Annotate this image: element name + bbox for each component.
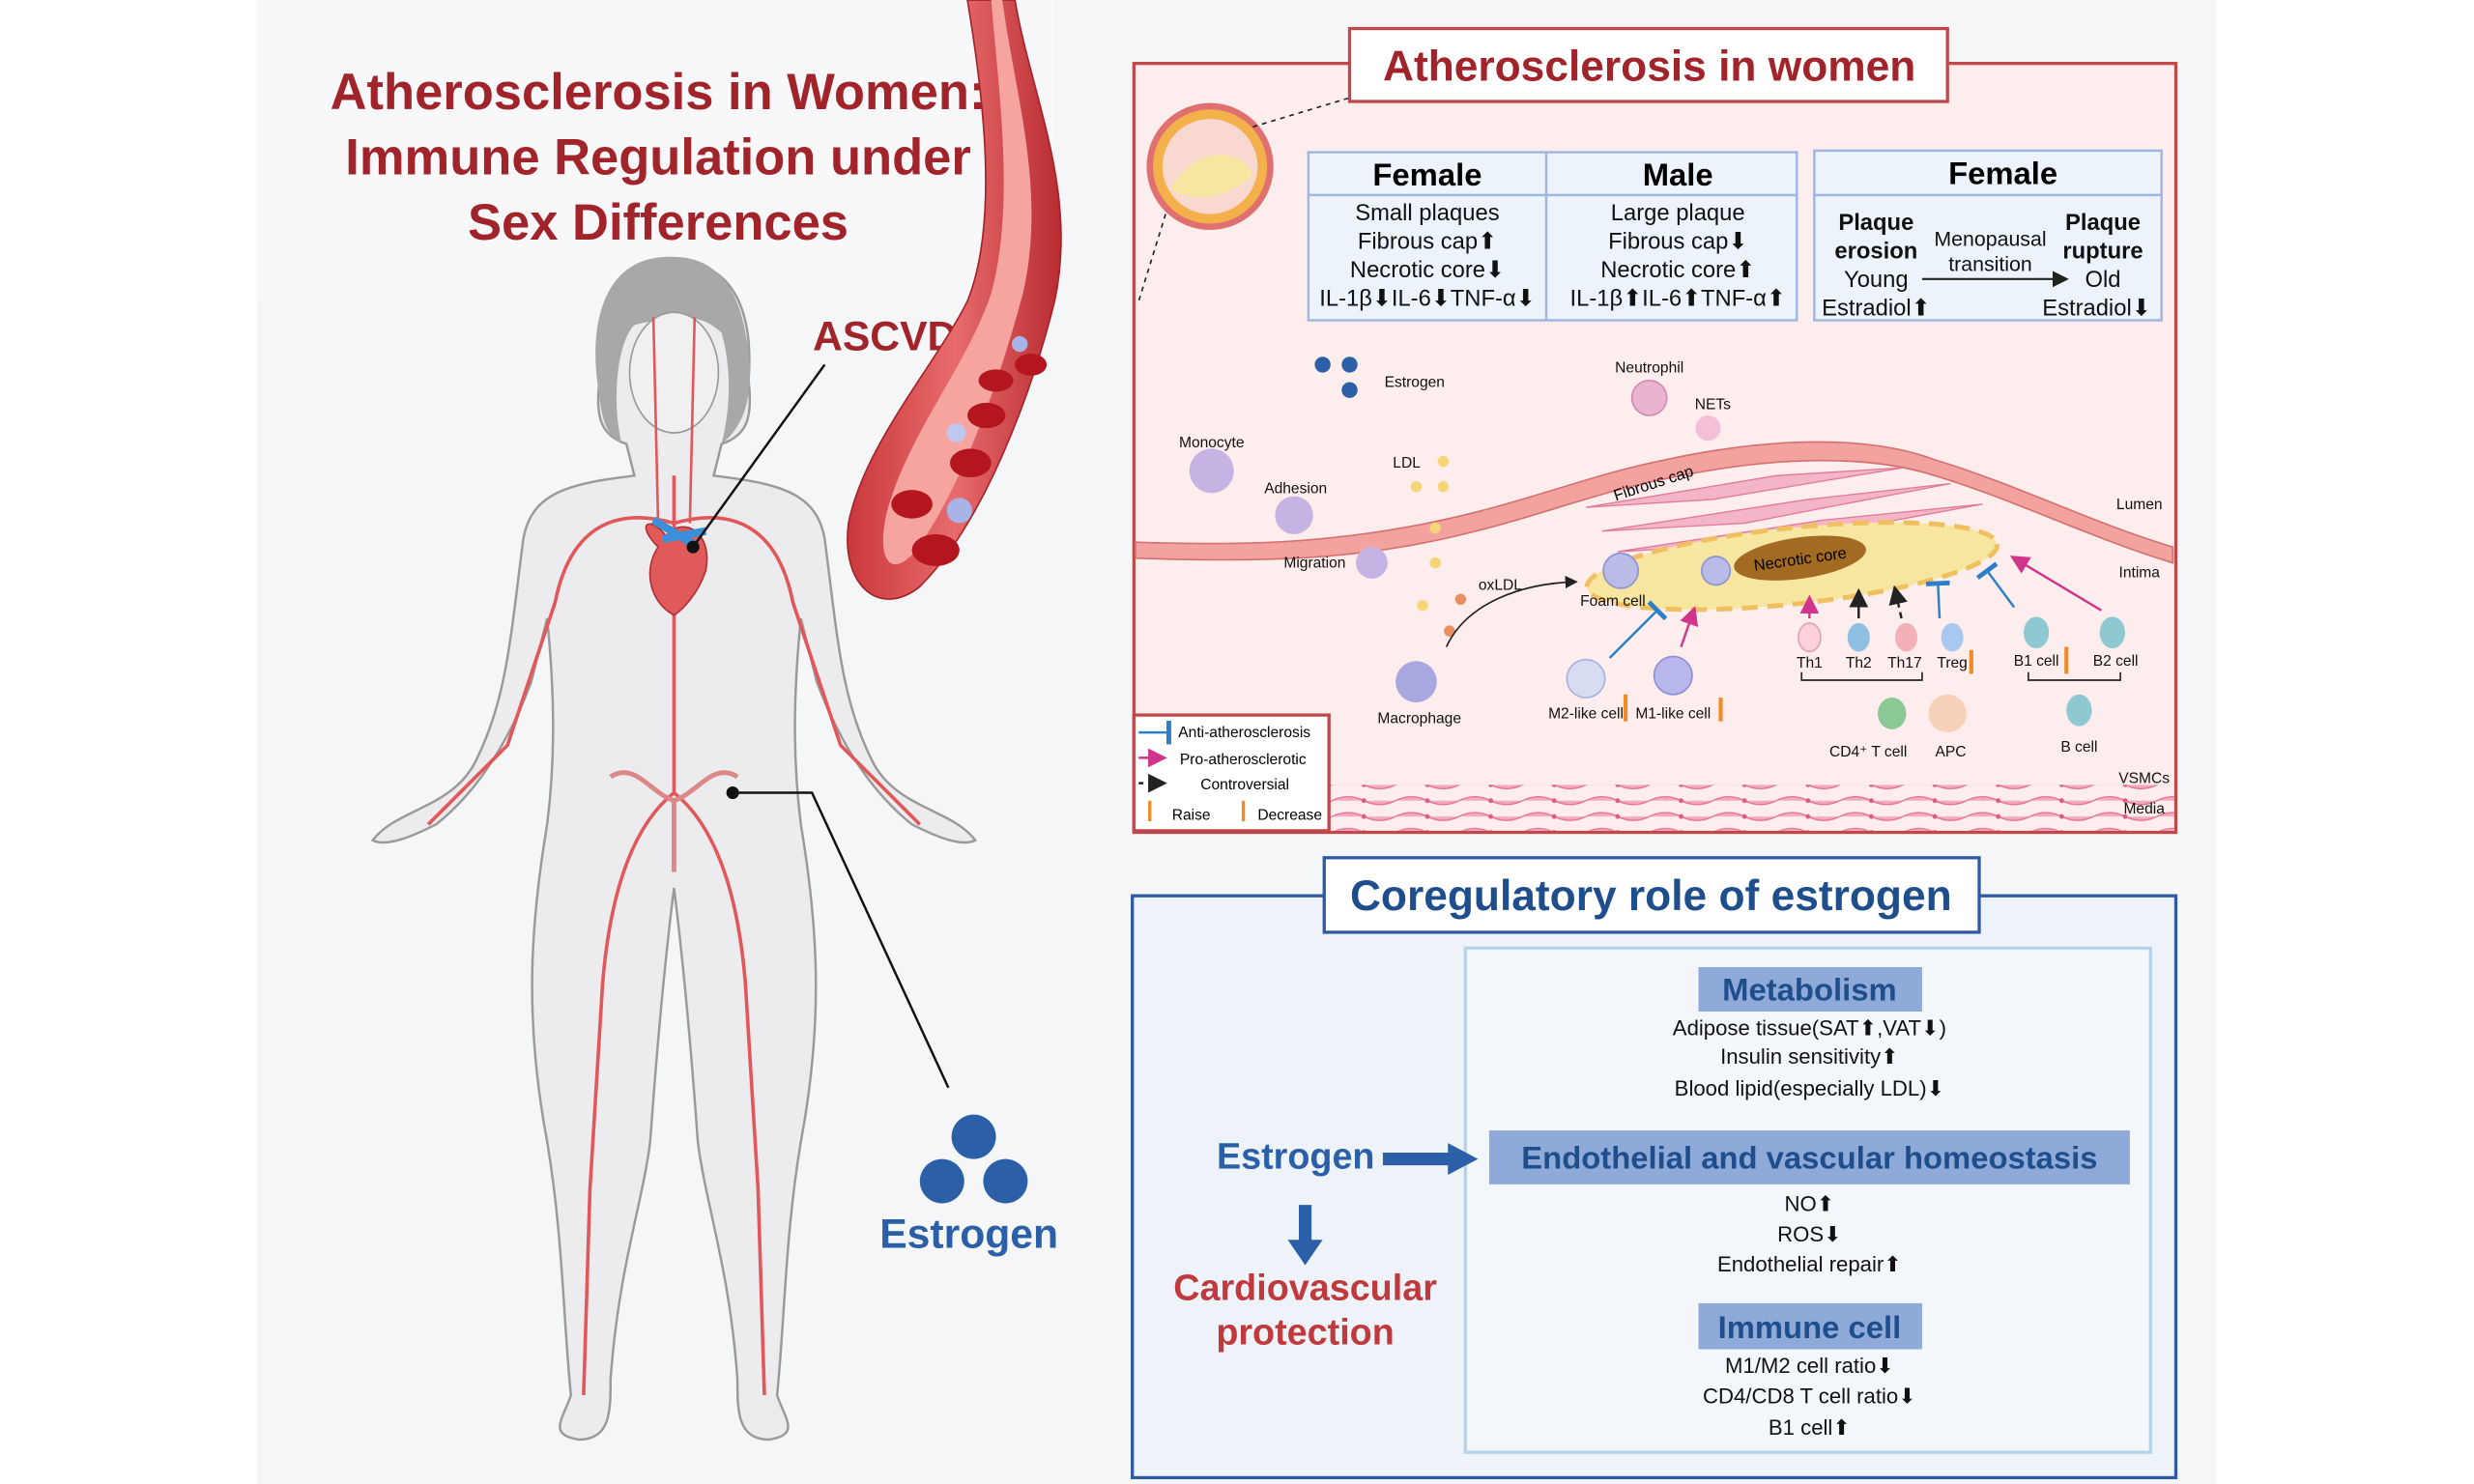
foam-cell-label: Foam cell [1580,593,1646,610]
oxldl-label: oxLDL [1479,577,1522,593]
title-line-2: Immune Regulation under [345,129,971,186]
male-row: Large plaque [1611,200,1745,226]
arrow-right-icon [1448,1143,1479,1175]
old-label: Old [2085,267,2120,293]
apc-label: APC [1935,744,1966,760]
macrophage-label: Macrophage [1377,710,1461,727]
female-header-2: Female [1948,155,2057,190]
estradiol-up-label: Estradiol⬆ [1822,296,1930,322]
immune-item: B1 cell⬆ [1769,1415,1851,1440]
female-row: Necrotic core⬇ [1350,257,1505,283]
protection-label-1: Cardiovascular [1173,1268,1437,1308]
male-row: IL-1β⬆IL-6⬆TNF-α⬆ [1570,286,1786,312]
ascvd-label: ASCVD [813,314,957,360]
arrow-down-icon [1287,1240,1323,1266]
lumen-label: Lumen [2116,497,2163,513]
plaque-erosion-label: Plaque [1838,210,1913,236]
migration-label: Migration [1283,555,1345,571]
metabolism-item: Insulin sensitivity⬆ [1720,1044,1899,1069]
legend: Anti-atherosclerosis Pro-atherosclerotic… [1132,713,1331,833]
metabolism-item: Adipose tissue(SAT⬆,VAT⬇) [1673,1016,1946,1041]
female-plaque-table: Female Plaque erosion Young Estradiol⬆ P… [1813,149,2163,322]
sex-comparison-table: Female Male Small plaques Fibrous cap⬆ N… [1307,151,1798,322]
neutrophil-label: Neutrophil [1615,360,1683,377]
endothelial-header: Endothelial and vascular homeostasis [1521,1139,2097,1175]
immune-item: CD4/CD8 T cell ratio⬇ [1703,1384,1916,1408]
atherosclerosis-title: Atherosclerosis in women [1383,43,1915,91]
endothelial-item: ROS⬇ [1777,1222,1842,1246]
legend-anti: Anti-atherosclerosis [1178,725,1310,741]
estrogen-molecules-icon [919,1114,1028,1204]
endothelium-layer [1135,441,2174,564]
immune-cell-header: Immune cell [1718,1309,1902,1345]
male-row: Fibrous cap⬇ [1608,229,1747,255]
male-row: Necrotic core⬆ [1600,257,1755,283]
estrogen-cell-label: Estrogen [1385,374,1445,390]
intima-label: Intima [2119,564,2161,581]
adhesion-label: Adhesion [1264,480,1327,497]
metabolism-item: Blood lipid(especially LDL)⬇ [1675,1076,1944,1100]
treg-label: Treg [1937,655,1967,671]
male-header: Male [1643,157,1713,192]
female-row: Small plaques [1355,200,1499,226]
title-line-3: Sex Differences [468,194,849,251]
atherosclerosis-panel: Atherosclerosis in women Female Male Sma… [1132,26,2178,835]
coregulatory-panel: Coregulatory role of estrogen Estrogen C… [1131,856,2178,1480]
legend-controversial: Controversial [1200,777,1289,793]
female-header: Female [1372,157,1482,192]
blood-vessel-illustration [847,0,1062,600]
menopausal-label: Menopausal [1934,227,2046,250]
plaque-erosion-label: erosion [1834,238,1917,264]
legend-decrease: Decrease [1257,807,1322,823]
cell-illustrations [1189,357,2125,733]
female-row: IL-1β⬇IL-6⬇TNF-α⬇ [1319,286,1535,312]
legend-raise: Raise [1172,807,1211,823]
th1-label: Th1 [1797,655,1823,671]
media-layer [1329,785,2174,831]
immune-item: M1/M2 cell ratio⬇ [1725,1354,1894,1378]
protection-label-2: protection [1216,1312,1394,1353]
ldl-label: LDL [1393,455,1421,471]
th17-label: Th17 [1887,655,1922,671]
cd4-t-cell-label: CD4⁺ T cell [1829,744,1907,760]
m1-cell-label: M1-like cell [1635,705,1711,722]
nets-label: NETs [1695,396,1731,413]
monocyte-label: Monocyte [1179,435,1245,451]
vsmcs-label: VSMCs [2118,771,2170,787]
female-row: Fibrous cap⬆ [1358,229,1497,255]
th2-label: Th2 [1846,655,1872,671]
b-cell-label: B cell [2060,739,2097,756]
metabolism-header: Metabolism [1722,971,1897,1007]
estrogen-label: Estrogen [879,1211,1058,1257]
coregulatory-title: Coregulatory role of estrogen [1350,872,1952,920]
b1-cell-label: B1 cell [2014,653,2059,670]
plaque-rupture-label: rupture [2062,238,2143,264]
endothelial-item: NO⬆ [1785,1192,1835,1216]
media-label: Media [2123,801,2165,817]
plaque-rupture-label: Plaque [2065,210,2141,236]
estradiol-down-label: Estradiol⬇ [2042,296,2150,322]
m2-cell-label: M2-like cell [1548,705,1624,722]
b2-cell-label: B2 cell [2093,653,2139,670]
transition-label: transition [1948,253,2032,276]
legend-pro: Pro-atherosclerotic [1180,752,1307,768]
young-label: Young [1844,267,1909,293]
female-body-illustration [370,256,978,1441]
endothelial-item: Endothelial repair⬆ [1717,1252,1902,1276]
title-line-1: Atherosclerosis in Women: [331,64,987,121]
main-title: Atherosclerosis in Women: Immune Regulat… [331,64,987,251]
estrogen-source-label: Estrogen [1217,1135,1375,1176]
